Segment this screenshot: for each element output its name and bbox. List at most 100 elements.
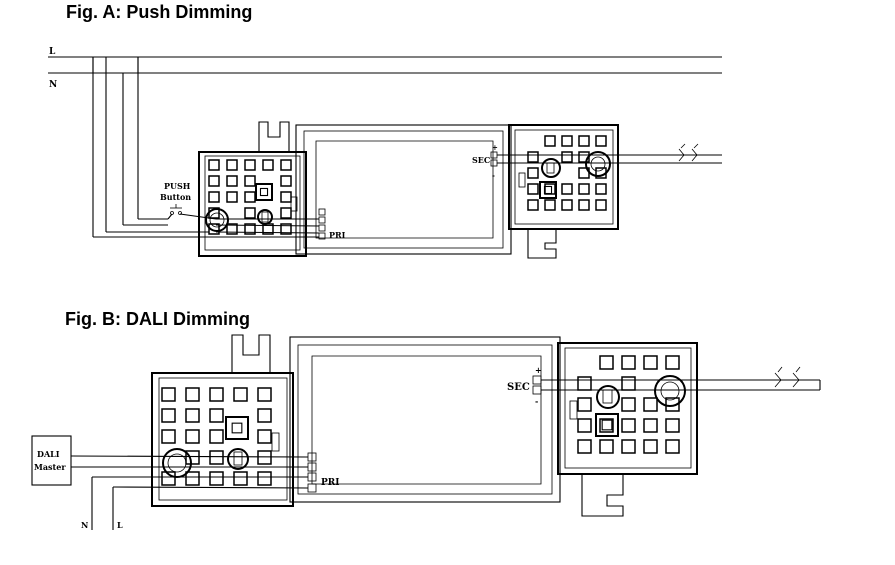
primary-release-button-b	[227, 448, 249, 470]
line-n-label: N	[49, 80, 57, 90]
figure-a-diagram: L N PUSH Button	[48, 47, 722, 259]
terminal-slot	[244, 175, 256, 187]
terminal-slot	[257, 387, 272, 402]
terminal-slot	[577, 397, 592, 412]
terminal-slot	[527, 151, 539, 163]
terminal-slot	[209, 471, 224, 486]
terminal-slot	[665, 418, 680, 433]
terminal-slot	[161, 408, 176, 423]
terminal-slot	[578, 135, 590, 147]
figure-a-title: Fig. A: Push Dimming	[66, 2, 253, 22]
sec-minus-b: -	[535, 396, 538, 406]
led-load-icon-b	[774, 366, 801, 388]
terminal-slot	[209, 408, 224, 423]
terminal-slot	[621, 376, 636, 391]
terminal-slot	[244, 191, 256, 203]
primary-wire-entry	[205, 208, 229, 232]
terminal-slot	[161, 429, 176, 444]
terminal-slot	[527, 199, 539, 211]
terminal-lever	[225, 416, 249, 440]
terminal-slot	[208, 223, 220, 235]
terminal-slot	[544, 199, 556, 211]
pri-connector-b	[307, 452, 317, 493]
dali-master-label-2: Master	[34, 462, 66, 472]
terminal-slot	[185, 450, 200, 465]
driver-body-b	[289, 336, 561, 503]
terminal-slot	[599, 355, 614, 370]
terminal-slot	[561, 135, 573, 147]
terminal-slot	[621, 418, 636, 433]
terminal-slot	[185, 408, 200, 423]
terminal-slot	[226, 175, 238, 187]
dali-master-label-1: DALI	[37, 449, 60, 459]
terminal-lever	[595, 413, 619, 437]
terminal-slot	[208, 191, 220, 203]
figure-b-diagram: DALI Master N L PRI	[31, 334, 821, 530]
terminal-slot	[561, 151, 573, 163]
line-n-label-b: N	[81, 520, 88, 530]
terminal-slot	[244, 207, 256, 219]
terminal-slot	[621, 355, 636, 370]
terminal-slot	[262, 159, 274, 171]
sec-minus: -	[492, 171, 495, 180]
terminal-slot	[226, 223, 238, 235]
secondary-release-button-b	[596, 385, 620, 409]
sec-label: SEC	[472, 155, 490, 165]
secondary-release-button	[541, 158, 561, 178]
terminal-slot	[244, 159, 256, 171]
terminal-slot	[577, 376, 592, 391]
primary-release-button	[257, 209, 273, 225]
push-button-label-2: Button	[160, 192, 191, 202]
pri-connector	[215, 208, 326, 240]
terminal-slot	[527, 167, 539, 179]
terminal-slot	[233, 387, 248, 402]
terminal-slot	[643, 355, 658, 370]
terminal-slot	[280, 207, 292, 219]
terminal-slot	[257, 450, 272, 465]
secondary-terminal-block	[508, 124, 619, 259]
terminal-slot	[185, 429, 200, 444]
terminal-lever-inner	[231, 422, 243, 434]
secondary-wire-entry-b	[654, 375, 686, 407]
primary-terminal-block	[198, 121, 307, 257]
terminal-slot	[621, 439, 636, 454]
terminal-slot	[643, 418, 658, 433]
terminal-slot	[185, 387, 200, 402]
terminal-slot	[643, 397, 658, 412]
terminal-slot	[226, 191, 238, 203]
secondary-terminal-block-b	[557, 342, 698, 517]
terminal-slot	[527, 183, 539, 195]
terminal-slot	[577, 418, 592, 433]
terminal-slot	[257, 429, 272, 444]
sec-label-b: SEC	[507, 382, 530, 393]
driver-body	[295, 124, 512, 255]
terminal-slot	[233, 471, 248, 486]
terminal-slot	[226, 159, 238, 171]
terminal-slot	[643, 439, 658, 454]
pri-label: PRI	[329, 230, 346, 240]
terminal-lever	[255, 183, 273, 201]
sec-plus-b: +	[535, 365, 542, 375]
terminal-slot	[208, 159, 220, 171]
terminal-slot	[185, 471, 200, 486]
primary-terminal-block-b	[151, 334, 294, 507]
terminal-slot	[621, 397, 636, 412]
terminal-slot	[280, 159, 292, 171]
terminal-slot	[595, 135, 607, 147]
terminal-slot	[665, 355, 680, 370]
terminal-slot	[209, 429, 224, 444]
mains-drop-wires	[92, 57, 216, 238]
terminal-slot	[599, 418, 614, 433]
terminal-slot	[280, 191, 292, 203]
figure-b-title: Fig. B: DALI Dimming	[65, 309, 250, 329]
terminal-slot	[257, 471, 272, 486]
terminal-slot	[544, 135, 556, 147]
primary-input-wires	[70, 455, 309, 530]
terminal-slot	[561, 183, 573, 195]
terminal-slot	[665, 439, 680, 454]
terminal-lever	[539, 181, 557, 199]
terminal-slot	[595, 199, 607, 211]
line-l-label-b: L	[117, 520, 123, 530]
terminal-slot	[209, 387, 224, 402]
